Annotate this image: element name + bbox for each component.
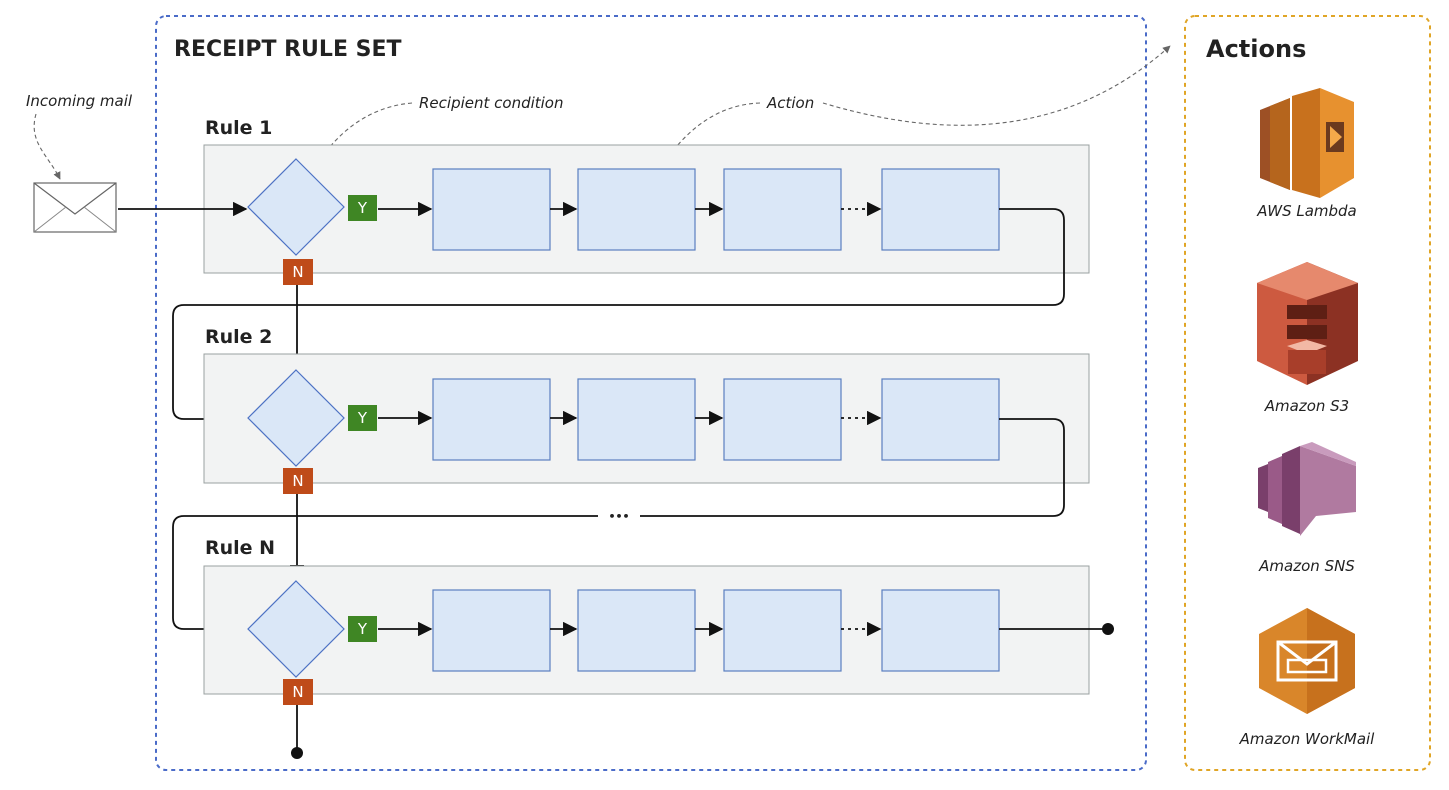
rule-2-label: Rule 2 <box>205 326 272 348</box>
rule-2-connector-right <box>640 418 1065 517</box>
rule-1-condition-diamond[interactable] <box>247 158 345 256</box>
envelope-icon <box>33 182 117 233</box>
rule-2-connector-left <box>172 515 598 637</box>
rule-1-yes-label: Y <box>357 199 368 217</box>
rule-2-action-3[interactable] <box>723 378 842 461</box>
actions-panel <box>1184 15 1431 771</box>
rule-2-action-n[interactable] <box>881 378 1000 461</box>
rule-1-no-label: N <box>292 263 303 281</box>
amazon-s3-label: Amazon S3 <box>1264 397 1349 415</box>
amazon-workmail-icon[interactable] <box>1259 608 1355 714</box>
rule-1-yes-badge: Y <box>348 195 377 221</box>
rule-2-action-1[interactable] <box>432 378 551 461</box>
rule-n-action-n[interactable] <box>881 589 1000 672</box>
rule-2-no-label: N <box>292 472 303 490</box>
amazon-workmail-label: Amazon WorkMail <box>1239 730 1376 748</box>
action-label: Action <box>766 94 814 112</box>
rule-n-condition-diamond[interactable] <box>247 580 345 678</box>
rule-connector-ellipsis: ••• <box>608 510 629 523</box>
rule-1-label: Rule 1 <box>205 117 272 139</box>
rule-n-label: Rule N <box>205 537 275 559</box>
action-to-actions-pointer <box>822 45 1171 126</box>
rule-2-yes-badge: Y <box>348 405 377 431</box>
rule-1-action-1[interactable] <box>432 168 551 251</box>
rule-1-action-2[interactable] <box>577 168 696 251</box>
amazon-s3-icon[interactable] <box>1257 262 1358 385</box>
rule-n-yes-label: Y <box>357 620 368 638</box>
rule-2-action-2[interactable] <box>577 378 696 461</box>
rule-set-container <box>155 15 1147 771</box>
rule-1-action-n[interactable] <box>881 168 1000 251</box>
aws-lambda-label: AWS Lambda <box>1256 202 1357 220</box>
incoming-mail-label: Incoming mail <box>26 92 133 110</box>
rule-n-no-end-point <box>291 747 303 759</box>
rule-2-condition-diamond[interactable] <box>247 369 345 467</box>
rule-n-no-badge: N <box>283 679 313 705</box>
rule-2-yes-label: Y <box>357 409 368 427</box>
amazon-sns-label: Amazon SNS <box>1258 557 1355 575</box>
actions-title: Actions <box>1206 35 1306 63</box>
amazon-sns-icon[interactable] <box>1258 442 1356 536</box>
aws-lambda-icon[interactable] <box>1260 88 1354 198</box>
incoming-mail-pointer <box>33 113 61 180</box>
rule-n-action-2[interactable] <box>577 589 696 672</box>
rule-n-no-label: N <box>292 683 303 701</box>
rule-2-no-badge: N <box>283 468 313 494</box>
rule-n-action-3[interactable] <box>723 589 842 672</box>
rule-set-title: RECEIPT RULE SET <box>174 37 402 62</box>
rule-1-to-rule-2-connector <box>172 208 1065 427</box>
rule-n-action-1[interactable] <box>432 589 551 672</box>
rule-1-action-3[interactable] <box>723 168 842 251</box>
action-pointer <box>644 102 761 197</box>
rule-n-end-point <box>1102 623 1114 635</box>
rule-n-yes-badge: Y <box>348 616 377 642</box>
recipient-condition-label: Recipient condition <box>419 94 564 112</box>
rule-1-no-badge: N <box>283 259 313 285</box>
